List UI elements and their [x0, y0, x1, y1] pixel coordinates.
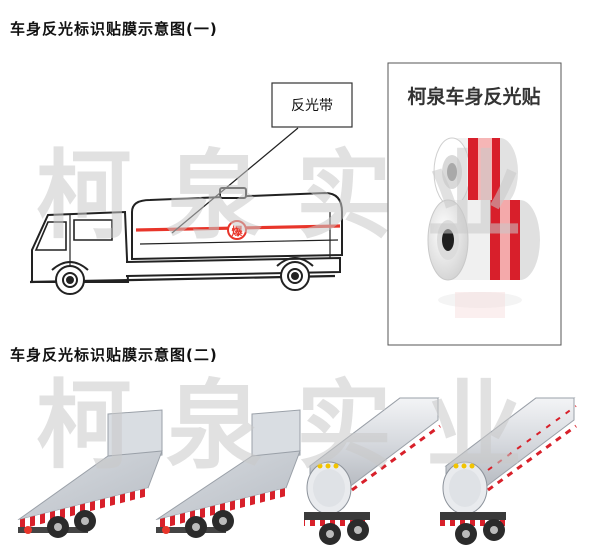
flatbed-trailer-1 [17, 409, 163, 538]
callout-box [271, 82, 353, 128]
flatbed-trailer-2 [155, 409, 301, 538]
callout-label: 反光带 [291, 98, 333, 114]
diagram-title-1: 车身反光标识贴膜示意图(一) [10, 20, 218, 38]
product-panel-caption: 柯泉车身反光贴 [407, 85, 540, 108]
callout-leader-line [171, 127, 299, 234]
reflective-tape-rolls [427, 137, 540, 318]
tank-truck-drawing [29, 187, 343, 295]
tank-trailer-1 [304, 397, 441, 545]
diagram-title-2: 车身反光标识贴膜示意图(二) [10, 346, 218, 364]
explosive-badge-text: 爆 [232, 224, 244, 238]
explosive-badge [227, 220, 247, 240]
tank-trailer-2 [440, 397, 577, 545]
